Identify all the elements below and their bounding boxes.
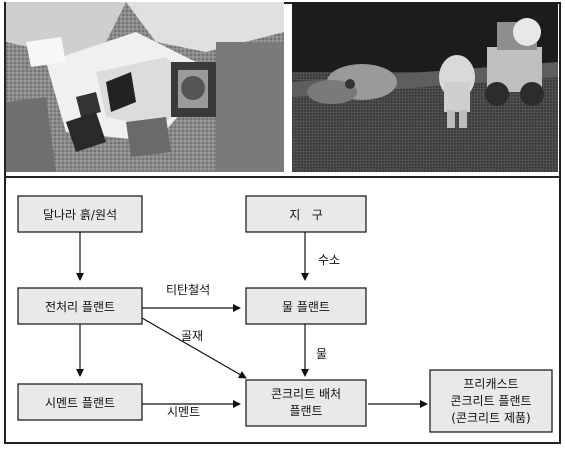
node-pretreatment: 전처리 플랜트 [17,287,143,325]
edge-label-cement: 시멘트 [167,405,200,419]
edge-label-aggregate: 골재 [181,329,203,343]
node-water-plant: 물 플랜트 [245,287,367,325]
node-cement-plant: 시멘트 플랜트 [17,383,143,421]
node-batcher-plant: 콘크리트 배처 플랜트 [245,379,367,427]
node-batcher-label-2: 플랜트 [289,404,322,418]
node-precast-label-3: (콘크리트 제품) [451,411,530,425]
node-precast-plant: 프리캐스트 콘크리트 플랜트 (콘크리트 제품) [429,369,553,433]
edge-pretreatment-to-batcher [141,317,247,379]
lunar-base-model-photo [6,2,284,172]
node-cement-plant-label: 시멘트 플랜트 [45,396,115,410]
edge-label-water: 물 [316,347,327,361]
node-water-plant-label: 물 플랜트 [282,300,330,314]
lunar-astronaut-rover-photo [292,2,558,172]
node-pretreatment-label: 전처리 플랜트 [45,300,115,314]
node-batcher-label-1: 콘크리트 배처 [271,387,341,401]
node-earth-label: 지 구 [289,208,323,222]
node-lunar-soil-label: 달나라 흙/원석 [43,208,117,222]
node-lunar-soil: 달나라 흙/원석 [17,195,143,233]
figure-divider [4,176,561,178]
node-precast-label-1: 프리캐스트 [463,377,518,391]
node-precast-label-2: 콘크리트 플랜트 [450,394,531,408]
edge-label-ilmenite: 티탄철석 [166,283,210,297]
edge-label-hydrogen: 수소 [318,253,340,267]
node-earth: 지 구 [245,195,367,233]
